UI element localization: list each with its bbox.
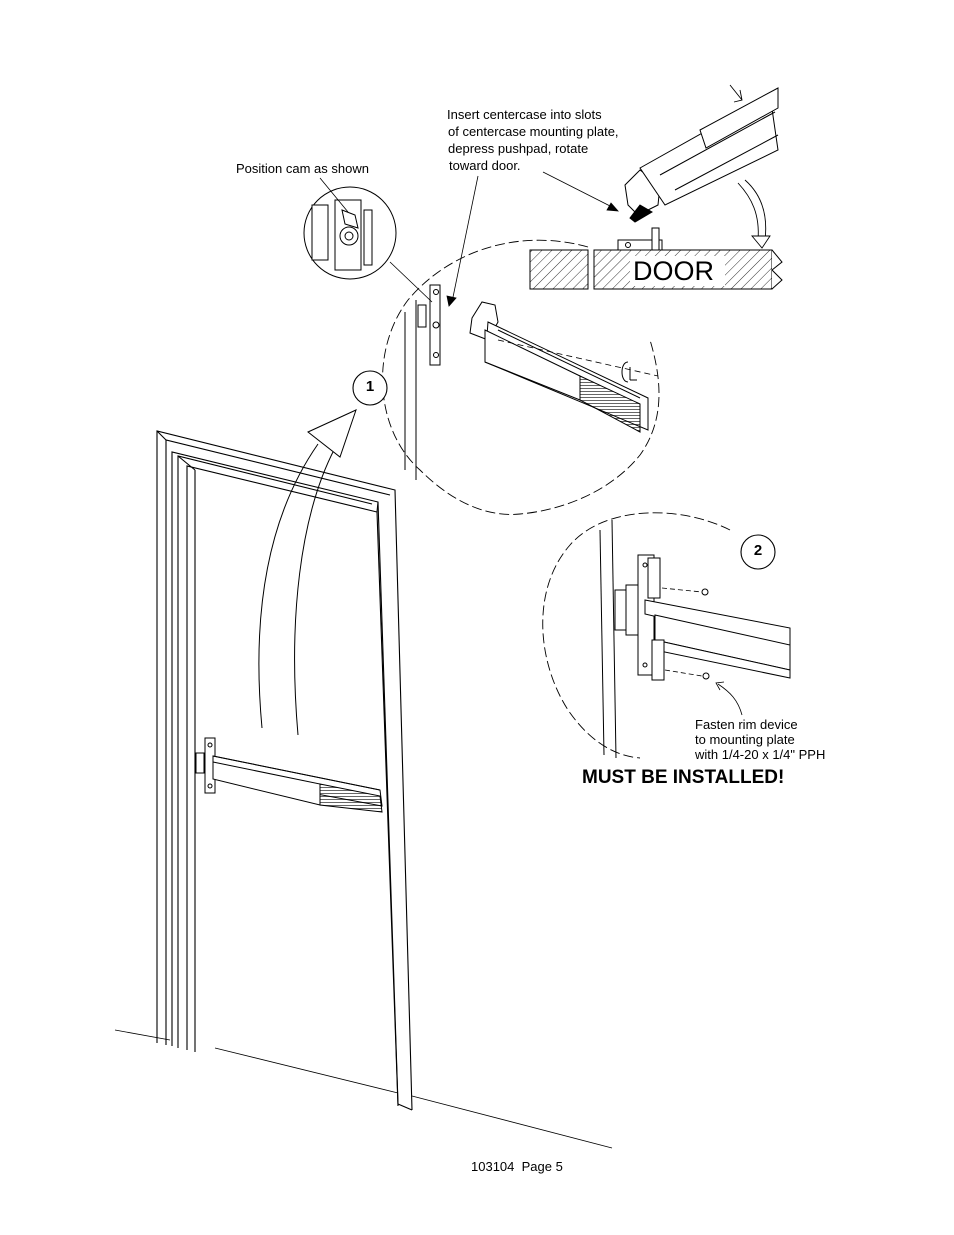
detail-1-contents (404, 284, 649, 480)
position-cam-callout: Position cam as shown (236, 161, 369, 176)
door-label: DOOR (633, 256, 714, 286)
floor-lines (114, 1029, 613, 1149)
rotating-centercase (624, 87, 779, 223)
insert-callout-line-4: toward door. (449, 158, 521, 173)
insert-callout-line-2: of centercase mounting plate, (448, 124, 619, 139)
step-1-marker (352, 370, 388, 406)
exit-device-on-door (195, 737, 383, 813)
step-2-number: 2 (753, 542, 763, 559)
insert-callout-line-1: Insert centercase into slots (447, 107, 602, 122)
detail-2-circle (542, 512, 731, 759)
door-frame (156, 430, 413, 1111)
fasten-callout-line-1: Fasten rim device (695, 717, 798, 732)
insert-callout-line-3: depress pushpad, rotate (448, 141, 589, 156)
fasten-callout-line-2: to mounting plate (695, 732, 795, 747)
detail-2-dashed-guides (661, 587, 703, 677)
detail-1-circle (382, 239, 660, 515)
step-2-marker (740, 534, 776, 570)
fasten-leader-arrow (715, 681, 743, 716)
curved-arrow-to-step-1 (258, 409, 357, 736)
cam-leader-lines (319, 177, 433, 303)
rotation-arrows (729, 84, 771, 249)
page-footer: 103104 Page 5 (471, 1159, 563, 1174)
insert-leader-lines (446, 171, 619, 307)
detail-1-dashed-guide (497, 339, 659, 377)
detail-2-contents (599, 519, 791, 759)
door-section (529, 227, 783, 290)
fasten-callout-line-3: with 1/4-20 x 1/4" PPH (695, 747, 826, 762)
step-1-number: 1 (365, 378, 375, 395)
must-be-installed-warning: MUST BE INSTALLED! (582, 767, 785, 788)
cam-detail (303, 186, 397, 280)
